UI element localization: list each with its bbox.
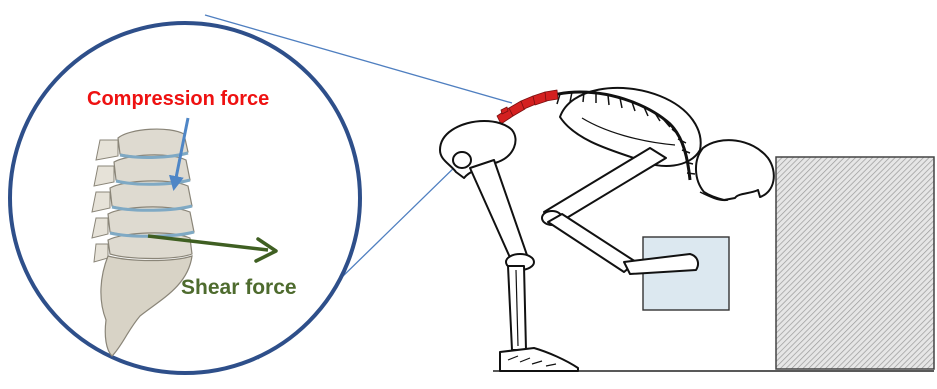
hand	[624, 254, 698, 274]
compression-force-label: Compression force	[87, 88, 269, 111]
skull	[696, 140, 774, 200]
forearm	[548, 214, 636, 272]
femur	[470, 160, 528, 262]
magnifier-circle	[10, 23, 360, 373]
highlighted-vertebrae	[497, 90, 558, 124]
carried-load-box	[643, 237, 729, 310]
shear-force-label: Shear force	[181, 276, 297, 300]
hatched-block	[776, 157, 934, 369]
foot	[500, 348, 578, 371]
lifting-skeleton-figure	[440, 88, 774, 371]
upper-arm	[544, 148, 666, 222]
